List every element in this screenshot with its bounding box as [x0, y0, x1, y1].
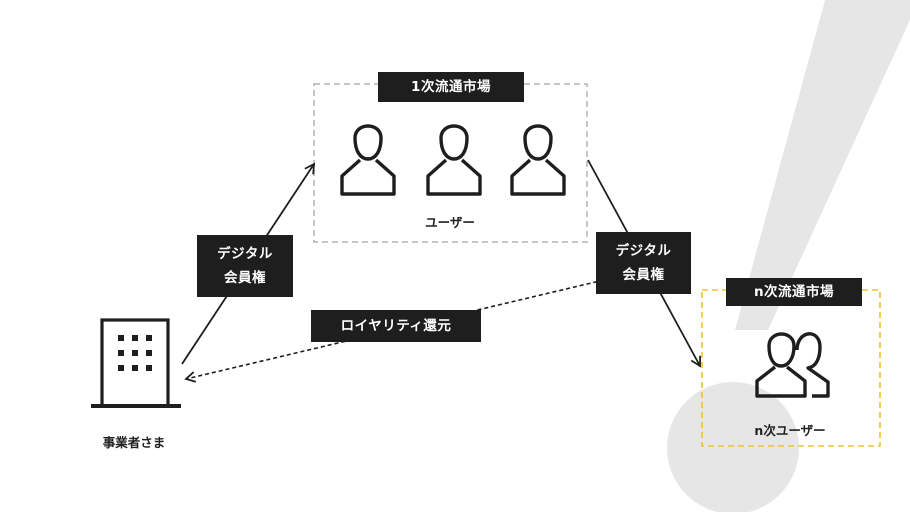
decor-slash	[735, 0, 910, 330]
decor-circle	[667, 382, 799, 514]
arrow-royalty	[184, 279, 605, 383]
business-caption: 事業者さま	[102, 435, 166, 450]
primary-market-caption: ユーザー	[425, 215, 475, 230]
user-icon	[510, 124, 566, 196]
user-icon	[340, 124, 396, 196]
membership-label-right-line1: デジタル	[615, 243, 672, 259]
membership-label-right: デジタル 会員権	[596, 232, 691, 294]
secondary-market-box	[701, 289, 881, 447]
user-icon	[426, 124, 482, 196]
membership-label-right-line2: 会員権	[622, 267, 665, 283]
users-icon	[755, 332, 830, 398]
membership-label-left: デジタル 会員権	[197, 235, 293, 297]
secondary-market-caption: n次ユーザー	[754, 423, 826, 438]
building-icon	[91, 318, 181, 408]
primary-market-title: 1次流通市場	[378, 72, 524, 102]
secondary-market-title: n次流通市場	[726, 278, 862, 306]
royalty-label: ロイヤリティ還元	[311, 310, 481, 342]
membership-label-left-line1: デジタル	[217, 246, 273, 262]
membership-label-left-line2: 会員権	[224, 270, 266, 286]
